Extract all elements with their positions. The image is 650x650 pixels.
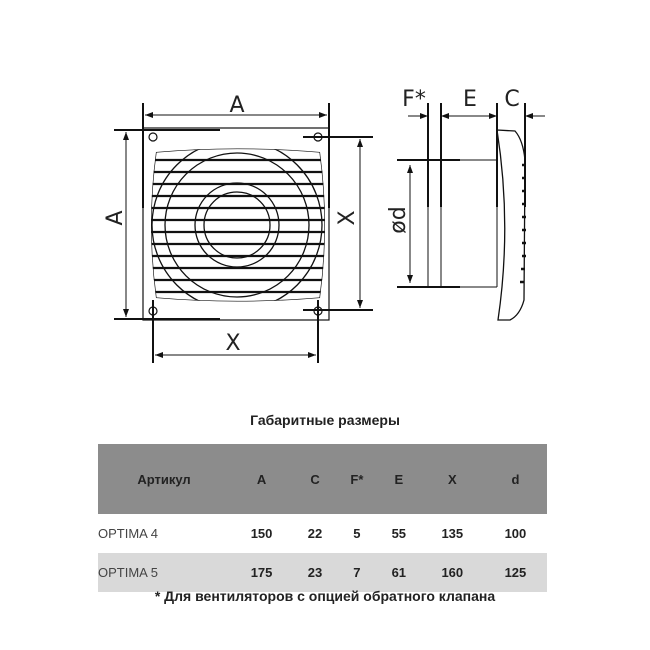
label-diameter: ød (386, 206, 411, 233)
cell-a: 150 (250, 526, 273, 541)
table-row: OPTIMA 5 175 23 7 61 160 125 (98, 553, 547, 592)
header-e: E (376, 444, 421, 514)
header-c: C (293, 444, 337, 514)
dimension-lines (114, 103, 373, 363)
table-header-row: Артикул A C F* E X d (98, 444, 547, 514)
label-c: C (504, 87, 519, 112)
header-d: d (483, 444, 547, 514)
cell-e: 61 (376, 553, 421, 592)
cell-f: 5 (353, 526, 361, 541)
cell-c: 22 (307, 526, 323, 541)
grille (151, 148, 325, 302)
header-article: Артикул (98, 444, 230, 514)
label-hole-x-vertical: X (335, 210, 360, 225)
cell-x: 160 (420, 553, 484, 592)
fan-dimension-drawing: A A X X F* E C ød (103, 87, 545, 363)
header-a: A (230, 444, 294, 514)
cell-e: 55 (391, 526, 407, 541)
dimensions-table: Артикул A C F* E X d OPTIMA 4 150 22 5 5… (98, 444, 547, 592)
cell-a: 175 (230, 553, 294, 592)
label-hole-x-horizontal: X (225, 331, 240, 356)
header-x: X (420, 444, 484, 514)
label-e: E (463, 87, 477, 112)
label-f: F* (402, 87, 426, 112)
cell-d: 100 (504, 526, 527, 541)
table-title: Габаритные размеры (250, 412, 400, 428)
footnote: * Для вентиляторов с опцией обратного кл… (154, 588, 496, 604)
cell-f: 7 (336, 553, 377, 592)
cell-article: OPTIMA 5 (98, 553, 230, 592)
header-f: F* (336, 444, 377, 514)
side-view (397, 103, 545, 321)
cell-x: 135 (441, 526, 464, 541)
cell-d: 125 (483, 553, 547, 592)
table-row: OPTIMA 4 150 22 5 55 135 100 (98, 514, 547, 553)
cell-c: 23 (293, 553, 337, 592)
front-view (114, 103, 373, 363)
label-width-a: A (229, 93, 244, 118)
label-height-a: A (103, 210, 128, 225)
cell-article: OPTIMA 4 (98, 526, 158, 541)
